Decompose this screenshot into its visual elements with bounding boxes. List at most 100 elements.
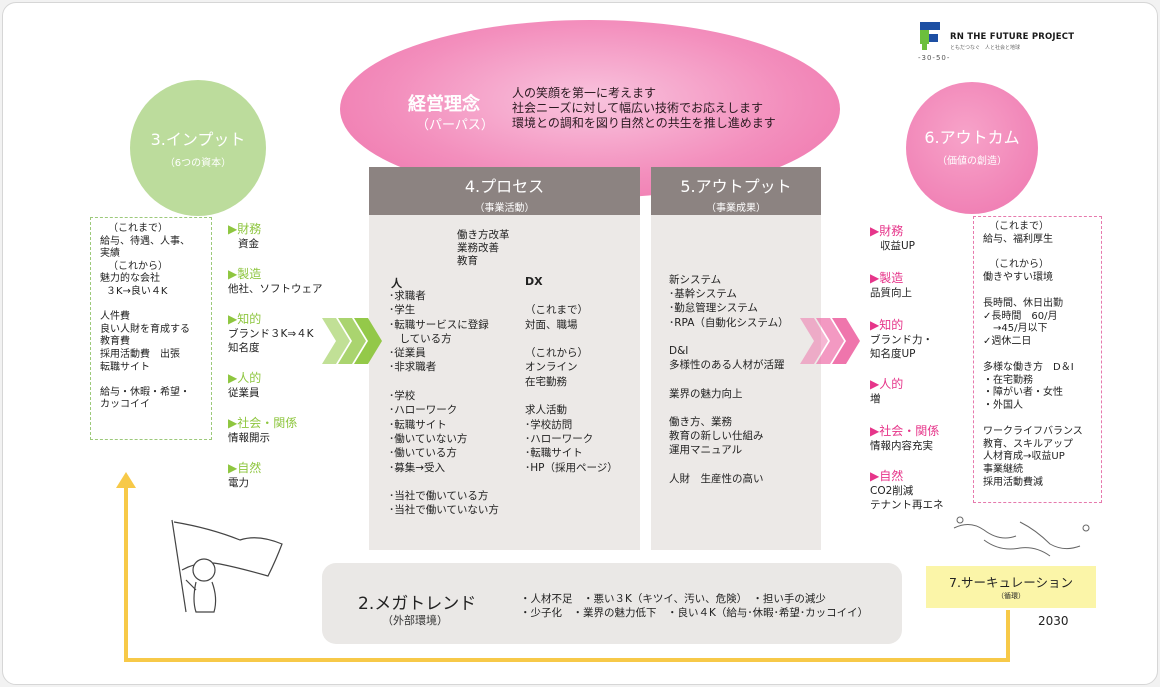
output-line: 業界の魅力向上 <box>669 387 743 400</box>
outcome-box-line: ・障がい者・女性 <box>983 387 1063 399</box>
input-box-line: （これまで） <box>108 223 168 234</box>
circulation-subtitle: （循環） <box>997 592 1025 600</box>
output-list: 新システム ･基幹システム ･勤怠管理システム ･RPA（自動化システム） D&… <box>669 273 789 486</box>
outcome-capital-label: ▶自然 <box>870 469 904 483</box>
output-line <box>669 458 789 472</box>
output-line: 人財 生産性の高い <box>669 472 764 485</box>
input-capital-value: 従業員 <box>228 387 260 399</box>
output-line <box>669 401 789 415</box>
logo: RN THE FUTURE PROJECT ともだつなぐ 人と社会と地球 -30… <box>918 20 1078 70</box>
outcome-box-line <box>983 349 1083 362</box>
output-line: ･基幹システム <box>669 288 737 301</box>
outcome-box-line: 事業継続 <box>983 464 1023 476</box>
circulation-box: 7.サーキュレーション （循環） <box>926 566 1096 608</box>
outcome-capitals: ▶財務 収益UP ▶製造 品質向上 ▶知的 ブランド力・ 知名度UP ▶人的 増… <box>870 222 944 512</box>
outcome-box-line: 人材育成→収益UP <box>983 451 1065 463</box>
outcome-capital-value: 情報内容充実 <box>870 440 933 452</box>
process-dx-line: ･HP（採用ページ） <box>525 461 618 474</box>
outcome-box-line: （これから） <box>989 259 1049 271</box>
input-box-line: カッコイイ <box>100 399 150 411</box>
process-dx-line: オンライン <box>525 361 578 374</box>
outcome-box-line: 教育、スキルアップ <box>983 438 1073 450</box>
outcome-capital-label: ▶社会・関係 <box>870 424 940 438</box>
process-people-line: ･ハローワーク <box>389 404 458 417</box>
logo-title: RN THE FUTURE PROJECT <box>950 32 1075 42</box>
input-box-line: （これから） <box>108 260 168 272</box>
output-line: 運用マニュアル <box>669 444 743 457</box>
process-dx-head: DX <box>525 275 543 288</box>
logo-subtitle: ともだつなぐ 人と社会と地球 <box>950 45 1021 51</box>
outcome-capital-value: ブランド力・ 知名度UP <box>870 334 933 360</box>
input-box-line: 良い人財を育成する <box>100 323 190 335</box>
input-box-line: 給与・休暇・希望・ <box>100 386 190 398</box>
outcome-box-line: →45/月以下 <box>983 323 1048 335</box>
process-people-line <box>389 375 499 389</box>
process-top: 働き方改革 業務改善 教育 <box>457 229 510 268</box>
input-circle: 3.インプット （6つの資本） <box>130 80 266 216</box>
process-people-line: ･学生 <box>389 304 416 317</box>
input-box-line: ３K→良い４K <box>106 285 168 297</box>
input-capital-label: ▶社会・関係 <box>228 416 298 430</box>
input-box-line: 人件費 <box>100 311 130 323</box>
outcome-box-line: ワークライフバランス <box>983 425 1083 437</box>
process-people-line: ･非求職者 <box>389 361 437 374</box>
output-line <box>669 330 789 344</box>
purpose-statements: 人の笑顔を第一に考えます 社会ニーズに対して幅広い技術でお応えします 環境との調… <box>512 86 776 131</box>
purpose-line: 環境との調和を図り自然との共生を推し進めます <box>512 116 776 130</box>
input-capitals: ▶財務 資金 ▶製造 他社、ソフトウェア ▶知的 ブランド３K⇒４K 知名度 ▶… <box>228 220 323 490</box>
process-people-line: ･求職者 <box>389 290 426 302</box>
input-box-line: 採用活動費 出張 <box>100 348 180 360</box>
outcome-box-line: 多様な働き方 D＆I <box>983 361 1074 373</box>
process-title: 4.プロセス <box>464 177 545 196</box>
outcome-box-line: ✓長時間 60/月 <box>983 310 1058 322</box>
megatrend-subtitle: （外部環境） <box>382 614 448 627</box>
process-people-line: ･転職サービスに登録 <box>389 318 489 331</box>
process-people-line: ･募集→受入 <box>389 461 446 474</box>
process-dx-line: ･転職サイト <box>525 447 583 460</box>
process-panel: 4.プロセス （事業活動） 働き方改革 業務改善 教育 人 ･求職者 ･学生 ･… <box>369 167 640 550</box>
outcome-box-line <box>983 413 1083 426</box>
purpose-line: 人の笑顔を第一に考えます <box>512 86 657 100</box>
process-dx-line: ･学校訪問 <box>525 418 573 431</box>
process-dx-line: 求人活動 <box>525 404 567 417</box>
input-capital-label: ▶人的 <box>228 371 262 385</box>
output-line <box>669 372 789 386</box>
input-box-line: 給与、待遇、人事、 <box>100 235 190 247</box>
outcome-box-line: （これまで） <box>989 221 1049 232</box>
input-capital-label: ▶自然 <box>228 461 262 475</box>
outcome-capital-value: 収益UP <box>880 240 916 252</box>
input-box-line: 転職サイト <box>100 361 150 373</box>
process-dx-line: （これから） <box>525 347 588 360</box>
input-capital-value: 電力 <box>228 477 249 489</box>
logo-number: -30-50- <box>918 54 951 62</box>
input-box-line <box>100 299 190 312</box>
purpose-line: 社会ニーズに対して幅広い技術でお応えします <box>512 101 764 115</box>
output-title: 5.アウトプット <box>680 177 792 196</box>
output-line: ･勤怠管理システム <box>669 302 758 315</box>
input-capital-label: ▶製造 <box>228 267 262 281</box>
process-dx-line <box>525 332 618 346</box>
output-line: ･RPA（自動化システム） <box>669 316 789 329</box>
process-top-line: 働き方改革 <box>457 229 510 241</box>
input-box-line: 魅力的な会社 <box>100 273 160 285</box>
input-capital-value: 情報開示 <box>228 432 270 444</box>
input-box-text: （これまで） 給与、待遇、人事、 実績 （これから） 魅力的な会社 ３K→良い４… <box>100 223 190 412</box>
megatrend-title: 2.メガトレンド <box>358 594 477 614</box>
process-dx-line <box>525 289 618 303</box>
output-line: 教育の新しい仕組み <box>669 430 764 443</box>
process-people-line: ･転職サイト <box>389 418 447 431</box>
process-people-head: 人 <box>391 277 402 290</box>
outcome-box-line: 給与、福利厚生 <box>983 233 1053 245</box>
outcome-box-line: 長時間、休日出勤 <box>983 297 1063 309</box>
process-people-line <box>389 475 499 489</box>
output-line: 新システム <box>669 274 722 286</box>
output-line: 多様性のある人材が活躍 <box>669 359 785 372</box>
process-dx-line: 在宅勤務 <box>525 375 567 388</box>
process-dx-line: 対面、職場 <box>525 318 578 331</box>
process-people-line: ･働いている方 <box>389 447 457 460</box>
target-year: 2030 <box>1038 614 1069 628</box>
input-capital-label: ▶知的 <box>228 312 262 326</box>
outcome-capital-value: 品質向上 <box>870 287 912 299</box>
outcome-capital-label: ▶製造 <box>870 271 904 285</box>
